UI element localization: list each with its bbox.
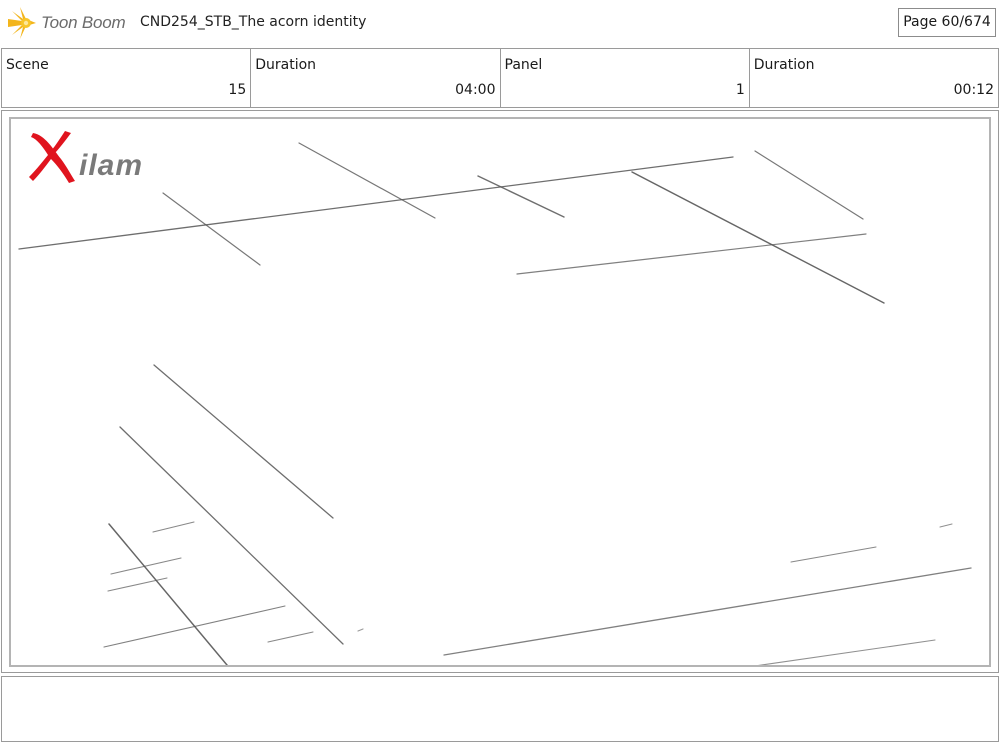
xilam-logo: ilam	[29, 131, 143, 183]
sketch-line	[107, 577, 168, 592]
sketch-line	[757, 639, 936, 665]
panel-info-row: Scene 15 Duration 04:00 Panel 1 Duration…	[1, 48, 999, 108]
storyboard-panel-frame: ilam	[1, 110, 999, 673]
panel-value: 1	[735, 82, 745, 98]
panel-duration-label: Duration	[753, 57, 815, 73]
document-title: CND254_STB_The acorn identity	[140, 14, 367, 30]
sketch-line	[754, 150, 864, 220]
scene-duration-cell: Duration 04:00	[251, 49, 501, 107]
sketch-line	[443, 567, 972, 656]
sketch-line	[631, 171, 885, 304]
toon-boom-brand: Toon Boom	[6, 7, 126, 39]
sketch-line	[790, 546, 877, 563]
sketch-line	[103, 605, 286, 648]
sketch-line	[119, 426, 344, 645]
sketch-line	[18, 156, 734, 250]
sketch-line	[108, 523, 228, 665]
panel-label: Panel	[504, 57, 543, 73]
scene-value: 15	[228, 82, 247, 98]
sketch-lines	[18, 142, 972, 665]
sketch-line	[477, 175, 565, 218]
panel-duration-value: 00:12	[953, 82, 994, 98]
sketch-line	[357, 628, 364, 632]
sketch-line	[516, 233, 867, 275]
panel-duration-cell: Duration 00:12	[750, 49, 998, 107]
sketch-line	[298, 142, 436, 219]
xilam-logo-text: ilam	[79, 149, 143, 182]
sketch-line	[153, 364, 334, 519]
scene-duration-value: 04:00	[455, 82, 496, 98]
scene-cell: Scene 15	[2, 49, 252, 107]
scene-duration-label: Duration	[255, 57, 317, 73]
page-indicator: Page 60/674	[898, 8, 996, 37]
sketch-line	[939, 523, 953, 528]
sketch-line	[152, 521, 195, 533]
sketch-line	[267, 631, 314, 643]
panel-cell: Panel 1	[501, 49, 750, 107]
toon-boom-star-icon	[8, 7, 36, 39]
sketch-line	[110, 557, 182, 575]
storyboard-panel-image: ilam	[9, 117, 991, 667]
scene-label: Scene	[6, 57, 49, 73]
brand-name: Toon Boom	[41, 13, 126, 32]
top-bar: Toon Boom CND254_STB_The acorn identity …	[0, 0, 1000, 46]
panel-notes-box[interactable]	[1, 676, 999, 742]
sketch-line	[162, 192, 261, 266]
